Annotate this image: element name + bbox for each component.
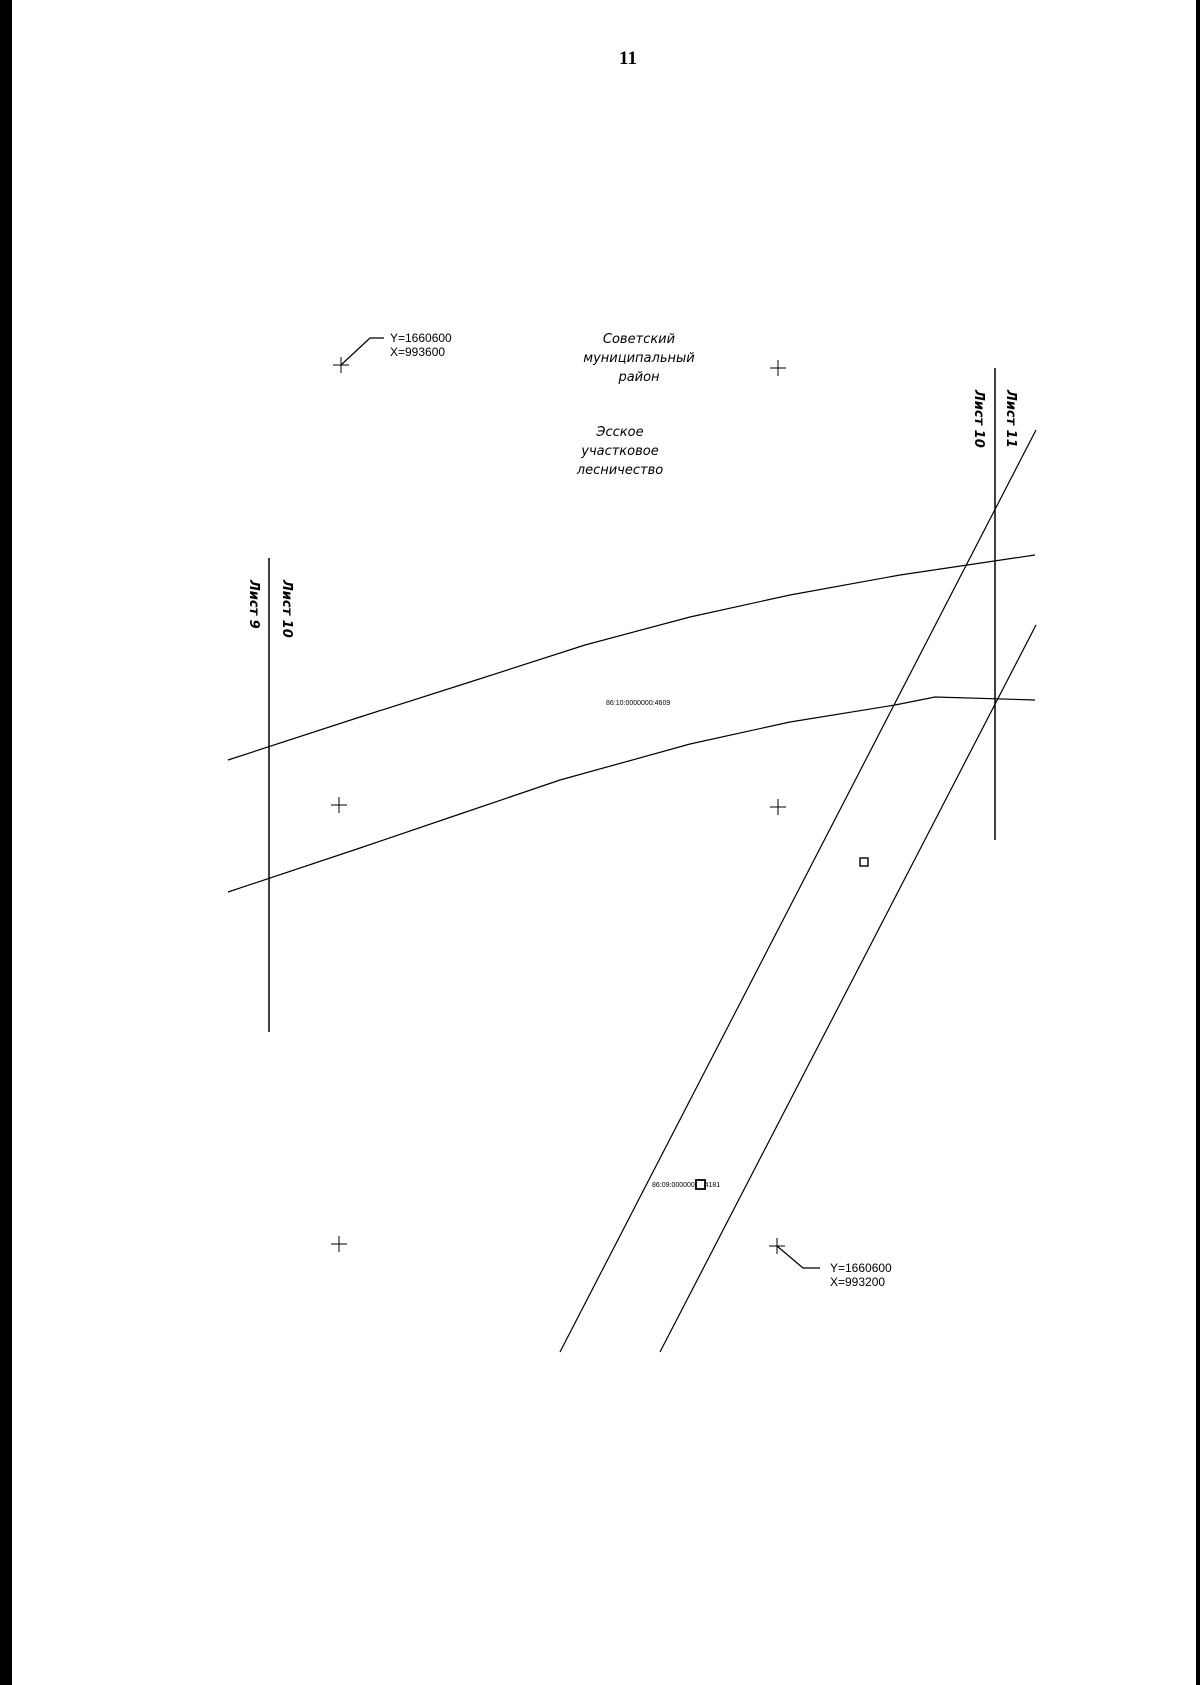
forestry-label-line-3: лесничество xyxy=(576,463,663,478)
coord-top-left-y: Y=1660600 xyxy=(390,331,452,345)
district-label-line-1: Советский xyxy=(603,332,675,347)
coord-label-bottom-right: Y=1660600 X=993200 xyxy=(830,1261,892,1289)
coord-bottom-right-y: Y=1660600 xyxy=(830,1261,892,1275)
corridor-upper-boundary xyxy=(227,554,1036,761)
cadastral-label-diagonal-corridor: 86:09:0000000:14181 xyxy=(652,1182,720,1189)
district-label: Советский муниципальный район xyxy=(583,332,694,385)
forestry-label-line-2: участковое xyxy=(580,444,658,459)
grid-cross xyxy=(770,360,786,376)
grid-cross xyxy=(331,1236,347,1252)
coord-leader-bottom-right xyxy=(776,1245,820,1269)
left-scan-edge xyxy=(0,0,12,1685)
sheet-label-left-b: Лист 10 xyxy=(279,579,294,638)
corridor-lower-boundary xyxy=(227,696,1036,893)
cadastral-label-horizontal-corridor: 86:10:0000000:4609 xyxy=(606,700,670,707)
sheet-label-right-a: Лист 10 xyxy=(971,389,986,448)
coord-top-left-x: X=993600 xyxy=(390,345,445,359)
sheet-label-left-a: Лист 9 xyxy=(246,579,261,629)
point-marker-square xyxy=(859,857,869,867)
grid-cross xyxy=(770,799,786,815)
right-scan-edge xyxy=(1196,0,1200,1685)
district-label-line-3: район xyxy=(617,370,660,385)
coord-bottom-right-x: X=993200 xyxy=(830,1275,885,1289)
point-marker-square xyxy=(695,1179,706,1190)
forestry-label-line-1: Эсское xyxy=(595,425,643,440)
page-number: 11 xyxy=(619,48,637,69)
coord-label-top-left: Y=1660600 X=993600 xyxy=(390,331,452,359)
sheet-label-right-b: Лист 11 xyxy=(1003,389,1018,448)
diagonal-left-boundary xyxy=(559,429,1037,1353)
diagonal-right-boundary xyxy=(659,624,1037,1353)
forestry-label: Эсское участковое лесничество xyxy=(576,425,663,478)
district-label-line-2: муниципальный xyxy=(583,351,694,366)
grid-cross xyxy=(331,797,347,813)
coord-leader-top-left xyxy=(340,337,384,366)
